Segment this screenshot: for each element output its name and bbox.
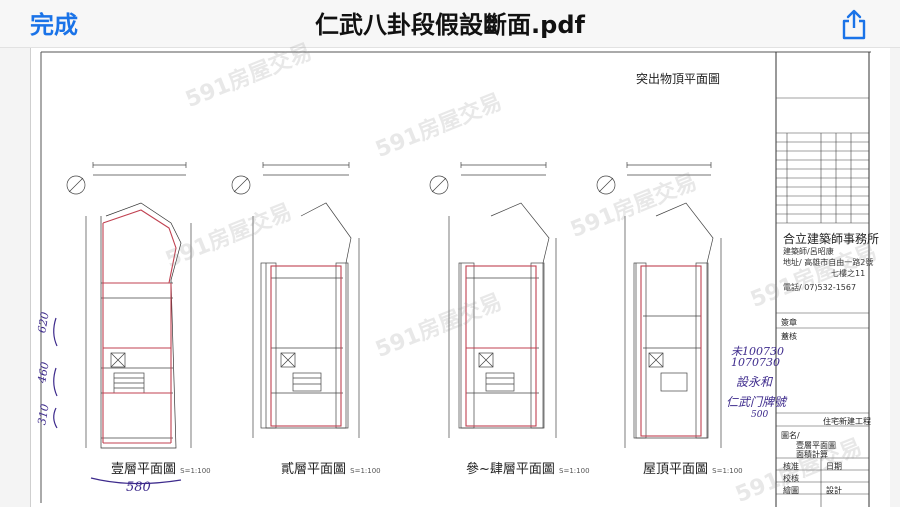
pdf-viewer-toolbar: 完成 仁武八卦段假設斷面.pdf (0, 0, 900, 48)
handwritten-note-2: 1070730 (731, 356, 780, 369)
plan-label-1-scale: S=1:100 (180, 467, 211, 475)
draw-label: 繪圖 (783, 486, 799, 495)
firm-line-1: 建築師/呂昭康 (783, 247, 834, 256)
design-label: 設計 (826, 486, 842, 495)
done-button[interactable]: 完成 (30, 11, 78, 39)
plan-label-1: 壹層平面圖 S=1:100 (111, 458, 211, 477)
floor-plan-4 (596, 162, 722, 448)
handwritten-note-5: 500 (751, 410, 769, 420)
share-icon (842, 9, 866, 40)
drawing-name-label: 圖名/ (781, 431, 800, 440)
firm-name: 合立建築師事務所 (783, 232, 880, 246)
handwritten-note-4: 仁武门牌號 (726, 395, 787, 409)
plan-label-2-scale: S=1:100 (350, 467, 381, 475)
plan-label-4-scale: S=1:100 (712, 467, 743, 475)
plan-label-3-scale: S=1:100 (559, 467, 590, 475)
share-button[interactable] (840, 8, 868, 40)
sign-label: 簽章 (781, 318, 797, 327)
plan-label-2: 貳層平面圖 S=1:100 (281, 458, 381, 477)
title-block-grid (776, 97, 869, 507)
plan-label-1-text: 壹層平面圖 (111, 462, 177, 477)
project-name: 住宅新建工程 (823, 417, 871, 426)
drawing-name-1: 壹層平面圖 (796, 441, 836, 450)
date-label: 日期 (826, 462, 842, 471)
plan-label-4: 屋頂平面圖 S=1:100 (643, 458, 743, 477)
document-title: 仁武八卦段假設斷面.pdf (315, 11, 585, 39)
floor-plan-2 (231, 162, 360, 438)
plan-label-3-text: 參~肆層平面圖 (466, 462, 555, 477)
floor-plan-1 (66, 162, 192, 449)
firm-line-2: 地址/ 高雄市自由一路2號 (783, 258, 874, 267)
floor-plan-3 (429, 162, 557, 438)
plan-label-2-text: 貳層平面圖 (281, 462, 347, 477)
handwritten-note-3: 設永和 (736, 375, 773, 389)
plan-label-3: 參~肆層平面圖 S=1:100 (466, 458, 590, 477)
architectural-drawing (40, 51, 871, 507)
top-plan-title: 突出物頂平面圖 (636, 72, 721, 86)
check-label: 核准 (783, 462, 799, 471)
handwritten-580: 580 (126, 480, 151, 495)
firm-line-3: 七樓之11 (831, 269, 866, 278)
pdf-page[interactable]: 突出物頂平面圖 壹層平面圖 S=1:100 貳層平面圖 S=1:100 參~肆層… (30, 40, 890, 507)
plan-label-4-text: 屋頂平面圖 (643, 462, 709, 477)
seal-label: 蓋核 (781, 332, 797, 341)
review-label: 校核 (783, 474, 799, 483)
firm-line-4: 電話/ 07)532-1567 (783, 283, 857, 292)
handwritten-note-1: 未100730 (731, 345, 784, 358)
drawing-name-2: 面積計算 (796, 450, 828, 459)
